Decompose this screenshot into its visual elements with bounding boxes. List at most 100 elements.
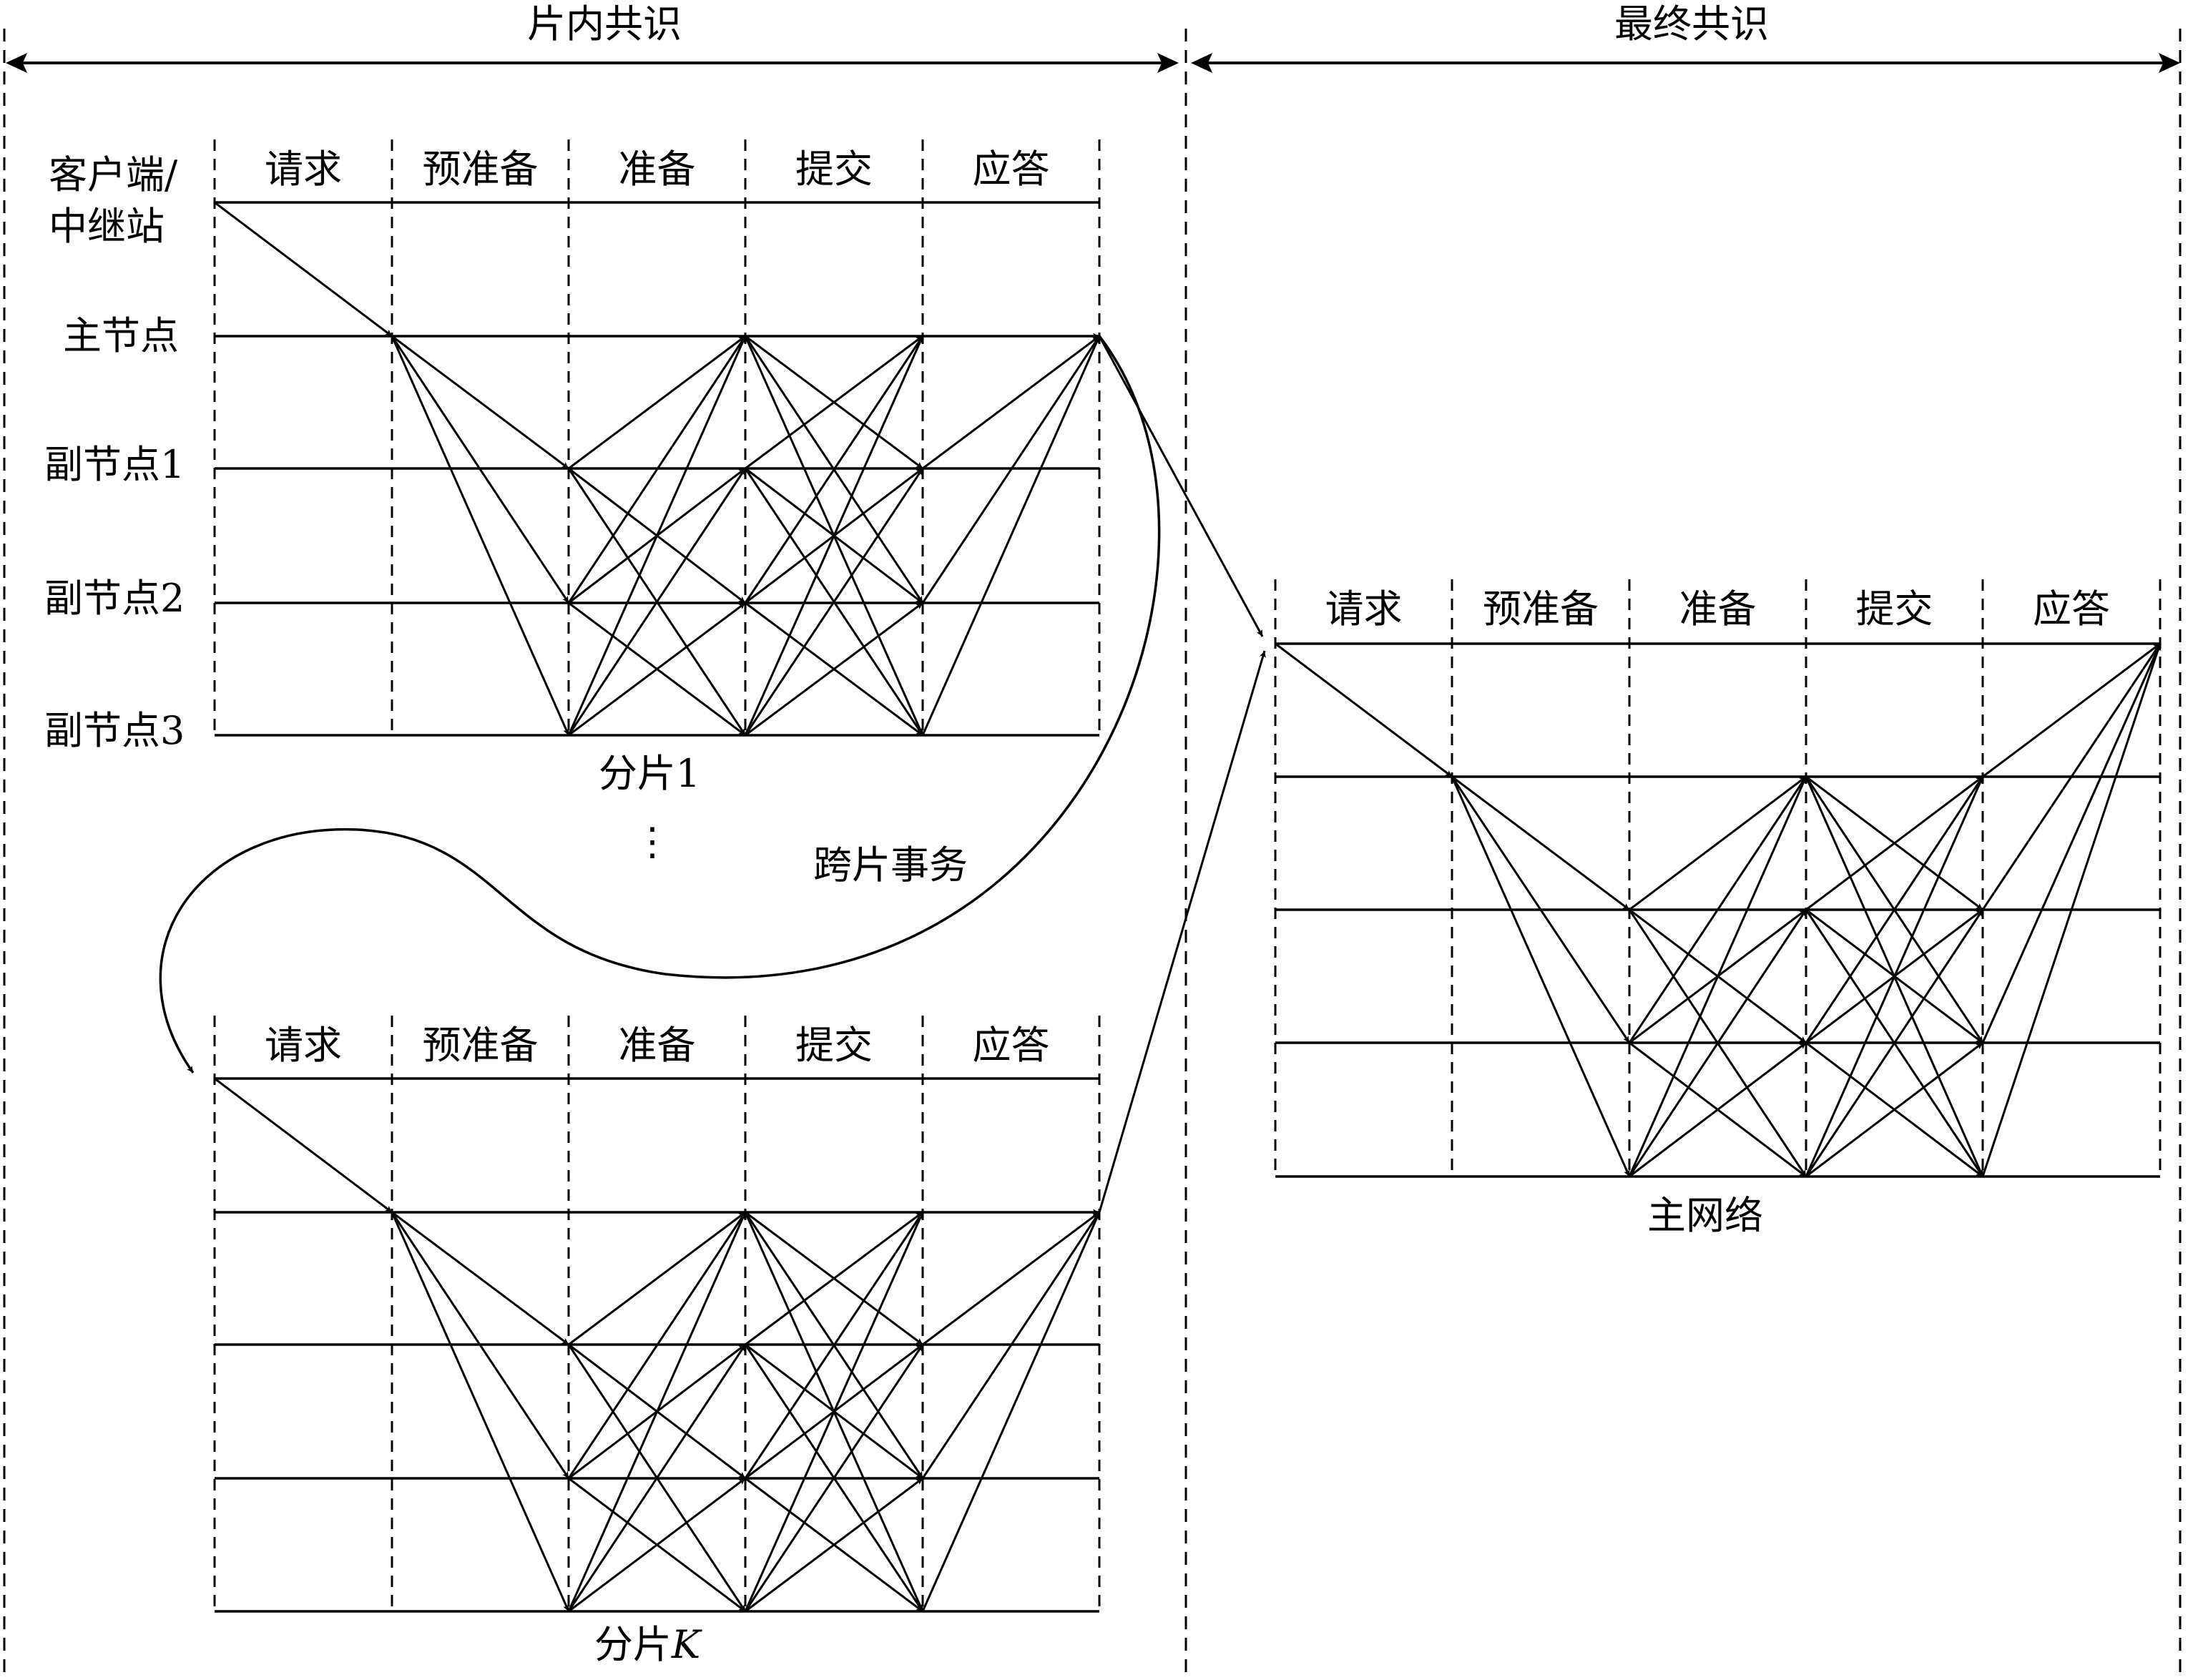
shard-k-prepare-arrow-4-2 (567, 1344, 747, 1612)
shard-1-phase-label-3: 提交 (795, 147, 873, 192)
shard-k-reply-arrow-3 (921, 1212, 1101, 1479)
main-network-prepare-arrow-3-1 (1628, 776, 1807, 1043)
shard-1-preprepare-arrow-3 (391, 335, 570, 604)
main-network-prepare-arrow-4-3 (1629, 1041, 1807, 1178)
shard-k-request-arrow (214, 1077, 393, 1214)
main-network-reply-arrow-1 (1982, 642, 2161, 778)
shard-1-prepare-arrow-4-1 (567, 335, 747, 736)
shard-1-prepare-arrow-2-1 (568, 335, 746, 470)
main-network-reply-arrow-2 (1981, 643, 2162, 910)
main-network-preprepare-arrow-3 (1451, 776, 1631, 1043)
shard-1-reply-arrow-3 (921, 335, 1101, 604)
section-label-intra-shard: 片内共识 (527, 1, 682, 46)
shard-k-reply-arrow-2 (922, 1211, 1100, 1346)
main-network-commit-arrow-4-3 (1805, 1041, 1983, 1178)
message-arrows (159, 201, 2162, 1613)
shard-1-preprepare-arrow-4 (391, 335, 570, 736)
cross-shard-transaction-label: 跨片事务 (813, 843, 968, 888)
shard-k-prepare-arrow-3-1 (567, 1212, 747, 1479)
shard-1-commit-arrow-3-1 (744, 335, 924, 604)
shard-1-commit-arrow-4-2 (744, 468, 924, 736)
main-network-prepare-arrow-4-2 (1628, 909, 1807, 1177)
main-network-messages (1275, 642, 2162, 1178)
shard-k-preprepare-arrow-3 (391, 1212, 570, 1479)
main-network-reply-arrow-4 (1981, 643, 2162, 1177)
node-label-replica-1: 副节点1 (44, 442, 185, 487)
shard-1-phase-label-2: 准备 (619, 147, 696, 192)
shard-k-preprepare-arrow-2 (391, 1211, 569, 1346)
shard-k-commit-arrow-4-3 (745, 1477, 923, 1613)
shard-k-to-main-network-arrow (1098, 650, 1266, 1213)
shard-1-prepare-arrow-4-3 (568, 601, 746, 737)
phase-labels: 请求预准备准备提交应答请求预准备准备提交应答请求预准备准备提交应答 (265, 147, 2110, 1068)
shard-1-label: 分片1 (599, 751, 700, 796)
shard-1-phase-label-0: 请求 (265, 147, 342, 192)
shard-k-commit-arrow-3-1 (744, 1212, 924, 1479)
inter-block-connections (159, 335, 1266, 1213)
section-label-final-consensus: 最终共识 (1614, 1, 1769, 46)
shard-k-reply-arrow-4 (921, 1212, 1101, 1612)
shard-1-commit-arrow-4-3 (745, 601, 923, 737)
shard-1-commit-arrow-4-1 (744, 335, 924, 736)
shard-k-phase-label-4: 应答 (973, 1023, 1050, 1068)
main-network-phase-label-4: 应答 (2033, 586, 2110, 632)
shard-1-reply-arrow-2 (922, 335, 1100, 470)
section-headers (3, 29, 2182, 1677)
shard-k-phase-label-1: 预准备 (423, 1023, 539, 1068)
main-network-grid (1274, 579, 2162, 1178)
main-network-commit-arrow-4-1 (1805, 776, 1984, 1177)
shard-1-commit-arrow-2-1 (745, 335, 923, 470)
main-network-commit-arrow-4-2 (1805, 909, 1984, 1177)
main-network-preprepare-arrow-4 (1451, 776, 1631, 1177)
main-network-preprepare-arrow-2 (1451, 775, 1630, 911)
intra-shard-span-arrowhead-left (6, 53, 27, 73)
shard-1-phase-label-4: 应答 (973, 147, 1050, 192)
main-network-phase-label-3: 提交 (1856, 586, 1933, 632)
cross-shard-transaction-curve (159, 335, 1161, 1074)
shard-k-phase-label-0: 请求 (265, 1023, 342, 1068)
main-network-prepare-arrow-2-1 (1629, 775, 1807, 911)
shard-k-prepare-arrow-4-3 (568, 1477, 746, 1613)
node-label-replica-2: 副节点2 (44, 576, 185, 621)
node-label-primary: 主节点 (63, 313, 179, 358)
shard-ellipsis: ⋮ (633, 819, 672, 864)
shard-k-prepare-arrow-4-1 (567, 1212, 747, 1612)
shard-k-commit-arrow-2-1 (745, 1211, 923, 1346)
shard-1-prepare-arrow-4-2 (567, 468, 747, 736)
node-label-client-line1: 客户端/ (49, 152, 178, 197)
shard-k-grid (213, 1016, 1101, 1613)
main-network-prepare-arrow-4-1 (1628, 776, 1807, 1177)
final-consensus-span-arrowhead-left (1191, 53, 1212, 73)
shard-k-phase-label-2: 准备 (619, 1023, 696, 1068)
main-network-commit-arrow-2-1 (1805, 775, 1983, 911)
shard-k-messages (214, 1077, 1101, 1613)
shard-k-commit-arrow-4-1 (744, 1212, 924, 1612)
shard-k-prefix: 分片 (594, 1622, 672, 1667)
shard-1-phase-label-1: 预准备 (423, 147, 539, 192)
main-network-phase-label-2: 准备 (1679, 586, 1757, 632)
shard-k-commit-arrow-4-2 (744, 1344, 924, 1612)
shard-1-to-main-network-arrow (1098, 335, 1264, 637)
shard-k-label: 分片K (594, 1622, 702, 1667)
main-network-request-arrow (1275, 642, 1453, 778)
shard-k-variable: K (671, 1622, 702, 1667)
shard-k-preprepare-arrow-4 (391, 1212, 570, 1612)
main-network-commit-arrow-3-1 (1805, 776, 1984, 1043)
shard-1-grid (213, 139, 1101, 737)
shard-1-preprepare-arrow-2 (391, 335, 569, 470)
intra-shard-span-arrowhead-right (1157, 53, 1179, 73)
node-label-replica-3: 副节点3 (44, 708, 185, 753)
pbft-grids (213, 139, 2162, 1613)
main-network-label: 主网络 (1647, 1193, 1763, 1238)
shard-1-reply-arrow-4 (921, 335, 1101, 736)
shard-k-prepare-arrow-2-1 (568, 1211, 746, 1346)
shard-k-phase-label-3: 提交 (795, 1023, 873, 1068)
main-network-phase-label-1: 预准备 (1483, 586, 1599, 632)
main-network-phase-label-0: 请求 (1325, 586, 1403, 632)
node-label-client-line2: 中继站 (49, 204, 165, 249)
shard-1-request-arrow (214, 201, 393, 338)
shard-1-messages (214, 201, 1101, 737)
final-consensus-span-arrowhead-right (2159, 53, 2180, 73)
shard-1-prepare-arrow-3-1 (567, 335, 747, 604)
